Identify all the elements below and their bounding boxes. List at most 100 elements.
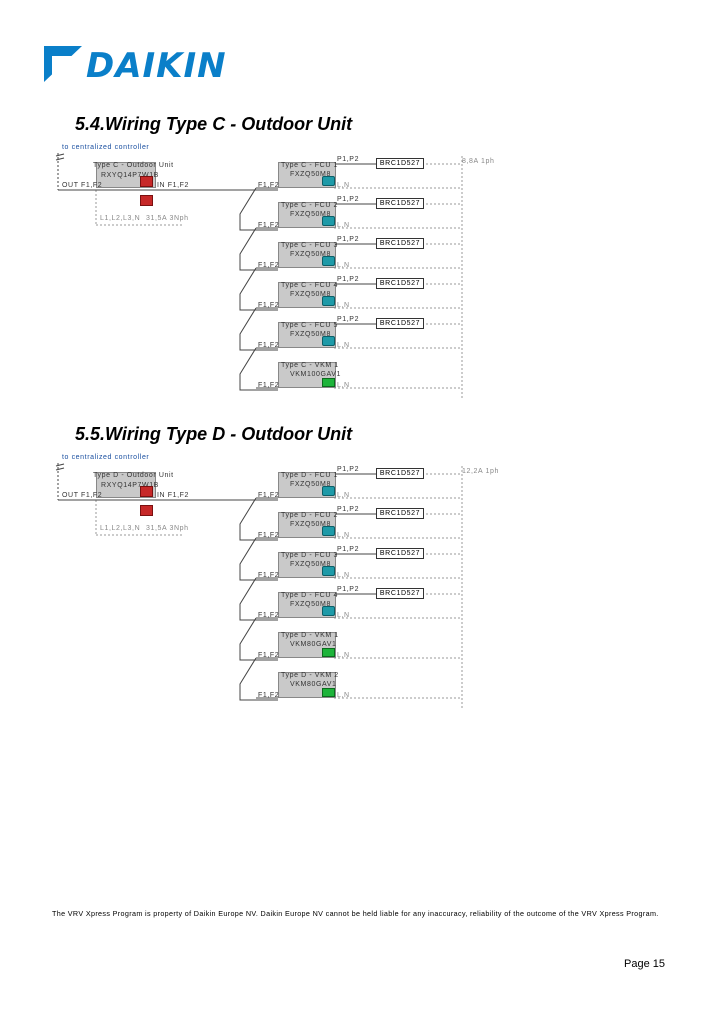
wiring-section: 5.5.Wiring Type D - Outdoor Unit to centr… bbox=[0, 420, 728, 710]
remote-icon bbox=[322, 606, 335, 616]
indoor-f-terminal: F1,F2 bbox=[258, 532, 280, 539]
indoor-f-terminal: F1,F2 bbox=[258, 612, 280, 619]
outdoor-unit-name: Type C - Outdoor Unit bbox=[93, 162, 174, 169]
indoor-power-terminal: L,N bbox=[337, 492, 350, 499]
controller-terminal: P1,P2 bbox=[337, 506, 360, 513]
indoor-f-terminal: F1,F2 bbox=[258, 692, 280, 699]
controller-terminal: P1,P2 bbox=[337, 316, 360, 323]
outdoor-unit-model: RXYQ14P7W1B bbox=[101, 172, 159, 179]
section-title: 5.4.Wiring Type C - Outdoor Unit bbox=[75, 114, 353, 134]
indoor-unit-name: Type D - FCU 1 bbox=[281, 472, 339, 479]
controller-box[interactable]: BRC1D527 bbox=[376, 238, 424, 249]
power-breaker-icon bbox=[140, 486, 153, 497]
indoor-unit-model: FXZQ50M8 bbox=[290, 601, 331, 608]
daisy-chain-wire bbox=[239, 497, 278, 541]
indoor-unit[interactable] bbox=[278, 362, 336, 388]
indoor-f-terminal: F1,F2 bbox=[258, 652, 280, 659]
vkm-icon bbox=[322, 648, 335, 657]
indoor-unit-model: FXZQ50M8 bbox=[290, 291, 331, 298]
outdoor-power-terminal: L1,L2,L3,N bbox=[100, 525, 141, 532]
indoor-power-terminal: L,N bbox=[337, 572, 350, 579]
controller-terminal: P1,P2 bbox=[337, 466, 360, 473]
power-breaker-icon bbox=[140, 176, 153, 187]
daisy-chain-wire bbox=[239, 187, 278, 231]
indoor-power-terminal: L,N bbox=[337, 532, 350, 539]
indoor-unit-name: Type C - FCU 2 bbox=[281, 202, 339, 209]
remote-icon bbox=[322, 176, 335, 186]
supply-current-label: 8,8A 1ph bbox=[462, 158, 495, 165]
vkm-icon bbox=[322, 688, 335, 697]
daisy-chain-wire bbox=[239, 617, 278, 661]
controller-terminal: P1,P2 bbox=[337, 546, 360, 553]
indoor-power-terminal: L,N bbox=[337, 692, 350, 699]
daisy-chain-wire bbox=[239, 657, 278, 701]
central-arrow bbox=[55, 467, 65, 471]
controller-box[interactable]: BRC1D527 bbox=[376, 278, 424, 289]
indoor-unit-model: FXZQ50M8 bbox=[290, 331, 331, 338]
indoor-unit-name: Type D - FCU 2 bbox=[281, 512, 339, 519]
indoor-f-terminal: F1,F2 bbox=[258, 572, 280, 579]
outdoor-out-terminal: OUT F1,F2 bbox=[62, 182, 103, 189]
outdoor-in-terminal: IN F1,F2 bbox=[157, 182, 190, 189]
central-arrow bbox=[55, 463, 65, 467]
remote-icon bbox=[322, 566, 335, 576]
controller-box[interactable]: BRC1D527 bbox=[376, 548, 424, 559]
indoor-unit-name: Type C - VKM 1 bbox=[281, 362, 339, 369]
outdoor-unit-name: Type D - Outdoor Unit bbox=[93, 472, 174, 479]
controller-box[interactable]: BRC1D527 bbox=[376, 468, 424, 479]
outdoor-out-terminal: OUT F1,F2 bbox=[62, 492, 103, 499]
indoor-unit-name: Type C - FCU 1 bbox=[281, 162, 339, 169]
wiring-section: 5.4.Wiring Type C - Outdoor Unit to centr… bbox=[0, 110, 728, 400]
remote-icon bbox=[322, 296, 335, 306]
controller-terminal: P1,P2 bbox=[337, 196, 360, 203]
indoor-unit-name: Type D - VKM 1 bbox=[281, 632, 339, 639]
daikin-logo: DAIKIN bbox=[42, 40, 232, 90]
indoor-unit-name: Type D - FCU 4 bbox=[281, 592, 339, 599]
daisy-chain-wire bbox=[239, 307, 278, 351]
central-controller-label: to centralized controller bbox=[62, 144, 150, 151]
central-controller-label: to centralized controller bbox=[62, 454, 150, 461]
indoor-unit-model: FXZQ50M8 bbox=[290, 171, 331, 178]
controller-box[interactable]: BRC1D527 bbox=[376, 158, 424, 169]
indoor-f-terminal: F1,F2 bbox=[258, 222, 280, 229]
controller-terminal: P1,P2 bbox=[337, 276, 360, 283]
indoor-unit-model: FXZQ50M8 bbox=[290, 211, 331, 218]
controller-box[interactable]: BRC1D527 bbox=[376, 198, 424, 209]
indoor-unit-model: FXZQ50M8 bbox=[290, 251, 331, 258]
footer-disclaimer: The VRV Xpress Program is property of Da… bbox=[52, 909, 659, 918]
indoor-unit-model: FXZQ50M8 bbox=[290, 481, 331, 488]
outdoor-power-current: 31,5A 3Nph bbox=[146, 215, 189, 222]
remote-icon bbox=[322, 216, 335, 226]
central-arrow bbox=[55, 153, 65, 157]
section-title: 5.5.Wiring Type D - Outdoor Unit bbox=[75, 424, 353, 444]
controller-box[interactable]: BRC1D527 bbox=[376, 588, 424, 599]
indoor-power-terminal: L,N bbox=[337, 182, 350, 189]
outdoor-power-terminal: L1,L2,L3,N bbox=[100, 215, 141, 222]
indoor-f-terminal: F1,F2 bbox=[258, 492, 280, 499]
remote-icon bbox=[322, 526, 335, 536]
indoor-f-terminal: F1,F2 bbox=[258, 182, 280, 189]
outdoor-power-current: 31,5A 3Nph bbox=[146, 525, 189, 532]
power-breaker-icon bbox=[140, 195, 153, 206]
controller-box[interactable]: BRC1D527 bbox=[376, 508, 424, 519]
indoor-unit-model: VKM80GAV1 bbox=[290, 681, 337, 688]
supply-current-label: 12,2A 1ph bbox=[462, 468, 499, 475]
indoor-unit-model: FXZQ50M8 bbox=[290, 561, 331, 568]
daisy-chain-wire bbox=[239, 577, 278, 621]
controller-box[interactable]: BRC1D527 bbox=[376, 318, 424, 329]
indoor-f-terminal: F1,F2 bbox=[258, 302, 280, 309]
indoor-unit-model: VKM100GAV1 bbox=[290, 371, 342, 378]
page-number: Page 15 bbox=[624, 958, 665, 970]
vkm-icon bbox=[322, 378, 335, 387]
logo-text: DAIKIN bbox=[86, 46, 227, 86]
indoor-unit-model: VKM80GAV1 bbox=[290, 641, 337, 648]
central-arrow bbox=[55, 157, 65, 161]
controller-terminal: P1,P2 bbox=[337, 236, 360, 243]
outdoor-in-terminal: IN F1,F2 bbox=[157, 492, 190, 499]
daisy-chain-wire bbox=[239, 347, 278, 391]
indoor-unit-name: Type C - FCU 4 bbox=[281, 282, 339, 289]
indoor-unit-name: Type D - VKM 2 bbox=[281, 672, 339, 679]
outdoor-unit-model: RXYQ14P7W1B bbox=[101, 482, 159, 489]
daikin-logo-icon bbox=[44, 46, 82, 82]
indoor-f-terminal: F1,F2 bbox=[258, 342, 280, 349]
